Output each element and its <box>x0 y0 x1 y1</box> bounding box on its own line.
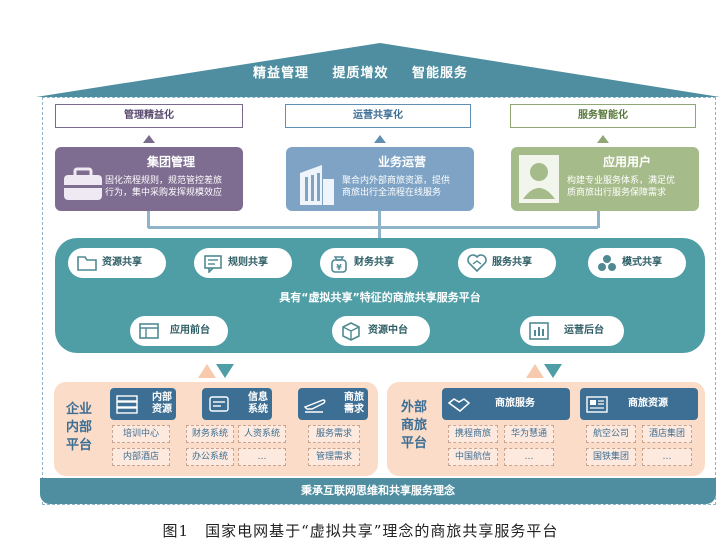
office-system: 办公系统 <box>186 448 234 466</box>
more-services: … <box>504 448 554 466</box>
external-side-label: 外部 商旅 平台 <box>400 400 427 451</box>
card-group-management: 集团管理 固化流程规则，规范管控差旅 行为，集中采购发挥规模效应 <box>55 147 243 211</box>
card-business-operation: 业务运营 聚合内外部商旅资源，提供 商旅出行全流程在线服务 <box>286 147 474 211</box>
huawei-huitong: 华为慧通 <box>504 425 554 443</box>
share-finance: ¥ 财务共享 <box>320 248 418 278</box>
roof-item: 提质增效 <box>332 66 389 81</box>
server-icon <box>116 395 138 414</box>
briefcase-icon <box>64 167 102 200</box>
ops-backend: 运营后台 <box>520 316 624 346</box>
foundation-philosophy: 秉承互联网思维和共享服务理念 <box>40 478 716 504</box>
card-title: 应用用户 <box>602 155 651 169</box>
goal-management: 管理精益化 <box>55 104 243 128</box>
more-systems: … <box>238 448 286 466</box>
arrow-up-icon <box>143 135 155 143</box>
hotel-groups: 酒店集团 <box>642 425 692 443</box>
handshake-heart-icon <box>467 254 487 273</box>
card-desc: 构建专业服务体系，满足优 质商旅出行服务保障需求 <box>567 176 676 198</box>
cube-icon <box>342 322 360 341</box>
travel-demand-header: 商旅需求 <box>298 388 368 420</box>
roof-item: 精益管理 <box>252 66 309 81</box>
more-resources: … <box>642 448 692 466</box>
airlines: 航空公司 <box>586 425 636 443</box>
arrow-up-icon <box>374 135 386 143</box>
info-system-header: 信息系统 <box>202 388 272 420</box>
list-icon <box>209 396 229 412</box>
share-rule: 规则共享 <box>194 248 292 278</box>
arrow-up-icon <box>597 135 609 143</box>
platform-title: 具有“虚拟共享”特征的商旅共享服务平台 <box>279 291 481 304</box>
roof-title: 精益管理 提质增效 智能服务 <box>0 62 721 81</box>
app-frontend: 应用前台 <box>130 316 228 346</box>
resource-middle: 资源中台 <box>332 316 430 346</box>
handshake-icon <box>447 398 471 412</box>
dashboard-icon <box>529 322 549 340</box>
exchange-arrows-icon <box>198 364 234 378</box>
internal-resource-header: 内部资源 <box>110 388 176 420</box>
ctrip-business: 携程商旅 <box>448 425 498 443</box>
share-service: 服务共享 <box>458 248 556 278</box>
china-railway: 国铁集团 <box>586 448 636 466</box>
browser-window-icon <box>139 323 159 339</box>
card-desc: 固化流程规则，规范管控差旅 行为，集中采购发挥规模效应 <box>105 176 223 198</box>
svg-text:¥: ¥ <box>336 263 342 272</box>
card-title: 业务运营 <box>377 155 426 169</box>
travel-resource-header: 商旅资源 <box>580 388 698 420</box>
figure-caption: 图1 国家电网基于“虚拟共享”理念的商旅共享服务平台 <box>162 522 559 540</box>
exchange-arrows-icon <box>526 364 562 378</box>
card-app-users: 应用用户 构建专业服务体系，满足优 质商旅出行服务保障需求 <box>511 147 699 211</box>
building-icon <box>300 165 334 205</box>
travel-service-header: 商旅服务 <box>442 388 570 420</box>
goal-service: 服务智能化 <box>510 104 696 128</box>
internal-side-label: 企业 内部 平台 <box>65 402 92 453</box>
card-title: 集团管理 <box>146 155 195 169</box>
travelsky: 中国航信 <box>448 448 498 466</box>
building-frame <box>42 97 716 505</box>
service-demand: 服务需求 <box>308 425 360 443</box>
internal-hotel: 内部酒店 <box>112 448 170 466</box>
management-demand: 管理需求 <box>308 448 360 466</box>
newspaper-icon <box>586 396 608 413</box>
roof-item: 智能服务 <box>412 66 469 81</box>
document-icon <box>204 255 222 273</box>
training-center: 培训中心 <box>112 425 170 443</box>
airplane-icon <box>303 399 326 413</box>
goal-operation: 运营共享化 <box>285 104 471 128</box>
finance-system: 财务系统 <box>186 425 234 443</box>
card-desc: 聚合内外部商旅资源，提供 商旅出行全流程在线服务 <box>342 176 451 198</box>
hr-system: 人资系统 <box>238 425 286 443</box>
folder-icon <box>77 256 97 271</box>
cluster-icon <box>598 255 616 271</box>
share-model: 模式共享 <box>588 248 686 278</box>
user-icon <box>519 155 559 203</box>
money-bag-icon: ¥ <box>331 256 347 273</box>
share-resource: 资源共享 <box>68 248 166 278</box>
